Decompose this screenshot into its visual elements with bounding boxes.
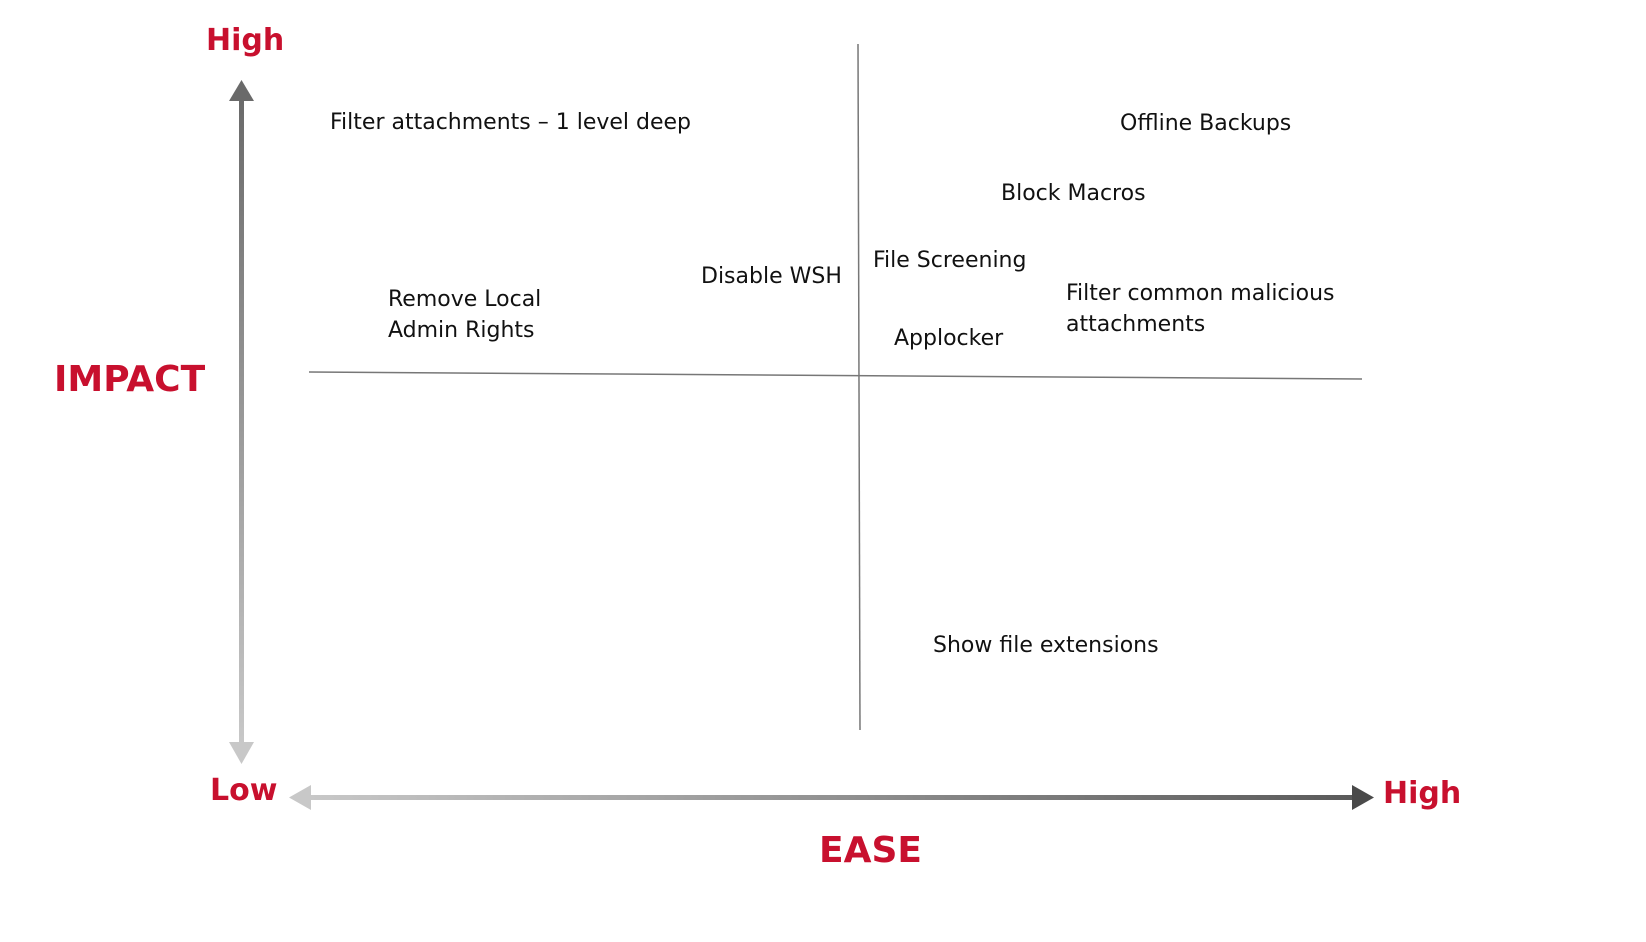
item-block-macros: Block Macros (1001, 181, 1146, 206)
impact-axis-title: IMPACT (54, 359, 206, 400)
item-show-file-extensions: Show file extensions (933, 633, 1159, 658)
ease-high-label: High (1383, 776, 1462, 811)
item-disable-wsh: Disable WSH (701, 264, 842, 289)
item-filter-attachments: Filter attachments – 1 level deep (330, 110, 692, 135)
impact-axis-arrow (229, 80, 254, 764)
quadrant-divider-vertical (857, 43, 861, 731)
ease-axis-title: EASE (819, 830, 922, 871)
item-file-screening: File Screening (873, 248, 1027, 273)
impact-high-label: High (206, 23, 285, 58)
item-applocker: Applocker (894, 326, 1004, 351)
item-remove-local-admin: Remove Local Admin Rights (388, 287, 542, 343)
quadrant-divider-horizontal (308, 371, 1363, 380)
item-filter-common-malicious: Filter common malicious attachments (1066, 281, 1335, 337)
impact-low-label: Low (210, 773, 278, 808)
item-offline-backups: Offline Backups (1120, 111, 1292, 136)
ease-axis-arrow (289, 785, 1374, 810)
